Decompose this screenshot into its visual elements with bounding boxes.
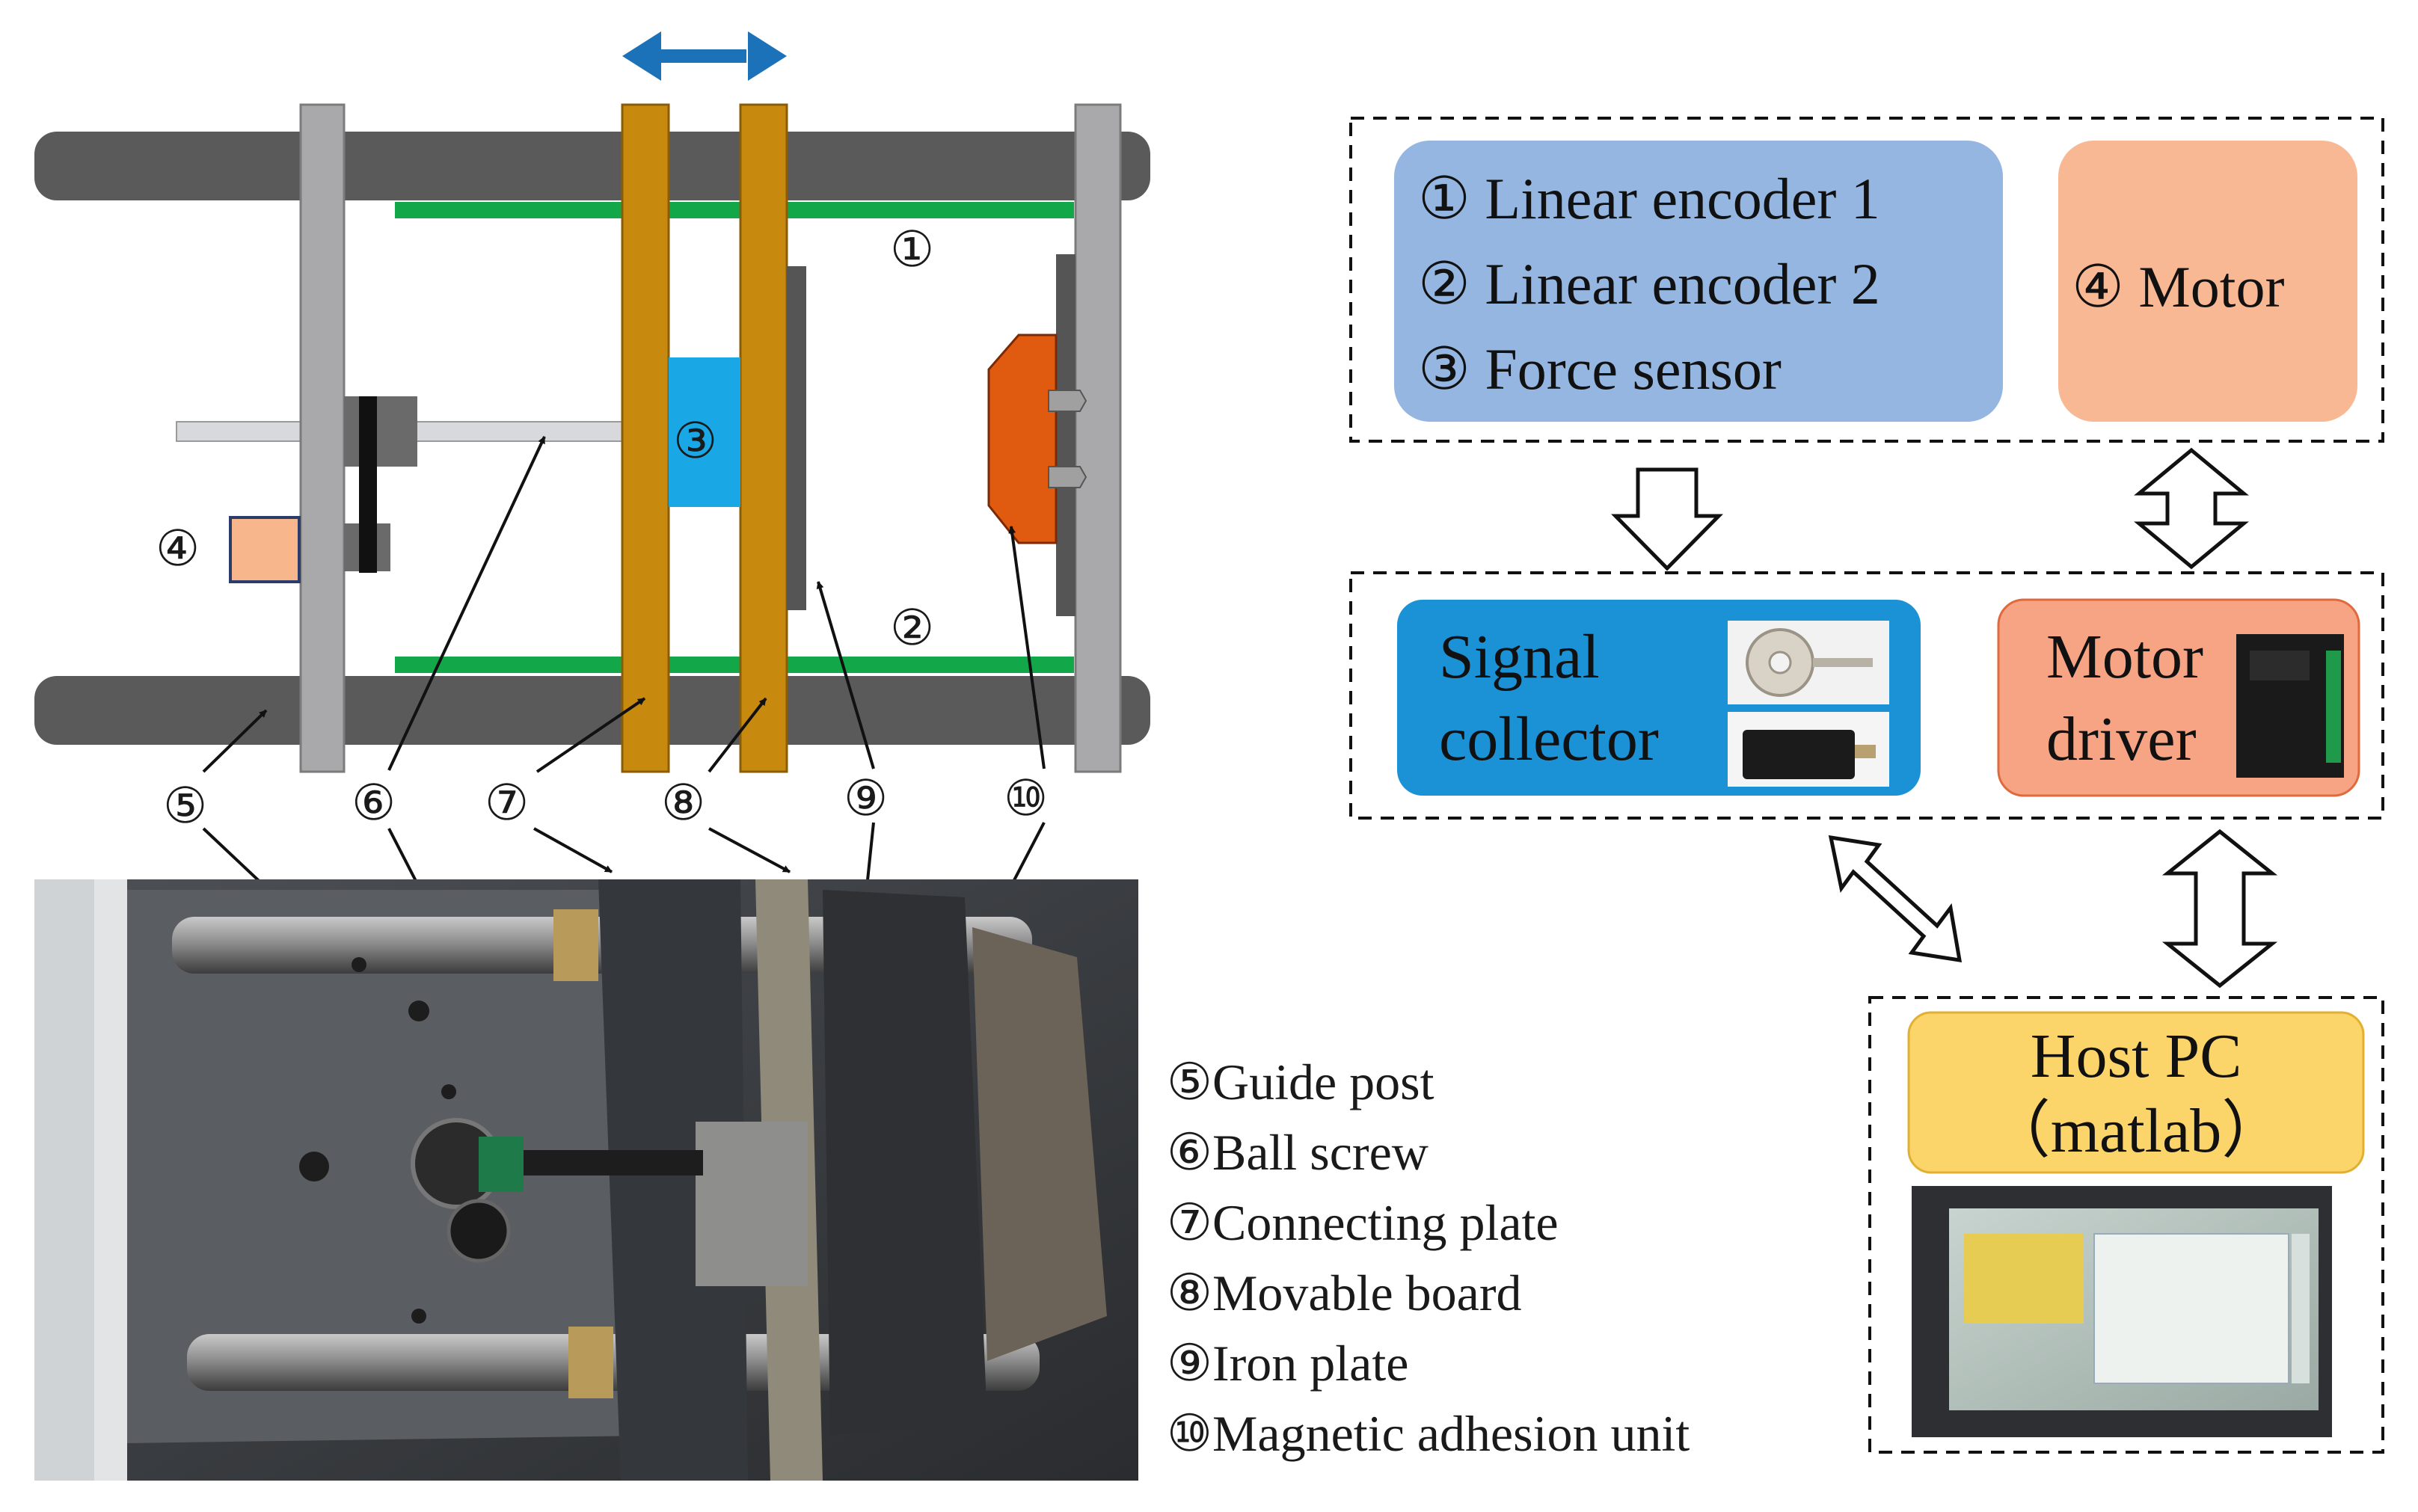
- sensor-label-3: ③ Force sensor: [1418, 336, 1782, 402]
- leader-7: [536, 697, 646, 773]
- down-arrow: [1611, 467, 1723, 571]
- legend-item-movable-board: ⑧Movable board: [1167, 1264, 1522, 1321]
- marker-7: ⑦: [485, 776, 529, 831]
- connecting-plate: [621, 103, 670, 773]
- leader-10: [1008, 526, 1046, 769]
- marker-5: ⑤: [163, 779, 207, 834]
- frame-plate-right: [1074, 103, 1122, 773]
- driver-pc-arrow: [2161, 829, 2278, 989]
- leader-5: [202, 709, 268, 773]
- encoder-strip-2: [395, 657, 1074, 673]
- laptop-screen-thumbnail: [1912, 1186, 2332, 1437]
- leader-9: [816, 581, 875, 769]
- marker-10: ⑩: [1004, 772, 1048, 826]
- motion-direction-arrow: [622, 31, 787, 81]
- magnetic-adhesion-unit: [987, 254, 1087, 616]
- signal-collector-line1: Signal: [1439, 622, 1600, 692]
- motor-bidirectional-arrow: [2134, 447, 2249, 570]
- marker-4: ④: [156, 522, 200, 577]
- host-pc-line1: Host PC: [2031, 1021, 2241, 1091]
- host-pc-line2: （matlab）: [1988, 1096, 2285, 1166]
- motor-block-label: ④ Motor: [2072, 254, 2284, 319]
- machine-photo: [34, 879, 1138, 1481]
- leader-8: [708, 697, 767, 773]
- motor-block: [2058, 141, 2357, 422]
- collector-pc-arrow: [1828, 835, 1963, 963]
- legend: ⑤Guide post ⑥Ball screw ⑦Connecting plat…: [1167, 1047, 1885, 1469]
- sensor-label-1: ① Linear encoder 1: [1418, 166, 1880, 231]
- host-pc-block: [1907, 1011, 2365, 1174]
- movable-board: [739, 103, 788, 773]
- marker-2: ②: [890, 601, 934, 656]
- marker-6: ⑥: [352, 776, 396, 831]
- sensors-block: [1394, 141, 2003, 422]
- host-pc-group: [1868, 996, 2384, 1454]
- leader-7-photo: [533, 827, 613, 873]
- legend-item-guide-post: ⑤Guide post: [1167, 1054, 1434, 1110]
- leader-6: [387, 436, 546, 771]
- frame-plate-left: [299, 103, 346, 773]
- force-sensor-block: [669, 357, 740, 507]
- motor-driver-line1: Motor: [2046, 622, 2203, 692]
- sensor-label-2: ② Linear encoder 2: [1418, 251, 1880, 316]
- legend-item-ball-screw: ⑥Ball screw: [1167, 1124, 1429, 1181]
- marker-8: ⑧: [661, 776, 705, 831]
- iron-plate: [787, 266, 806, 610]
- machine-schematic: ① ② ③ ④ ⑤ ⑥ ⑦ ⑧ ⑨ ⑩: [34, 31, 1150, 1169]
- motor-box: [229, 516, 301, 583]
- legend-item-iron-plate: ⑨Iron plate: [1167, 1335, 1409, 1392]
- encoder-strip-1: [395, 202, 1074, 218]
- legend-item-magnetic-unit: ⑩Magnetic adhesion unit: [1167, 1405, 1690, 1462]
- block-diagram: ① Linear encoder 1 ② Linear encoder 2 ③ …: [1349, 117, 2384, 1454]
- sensor-motor-group: [1349, 117, 2384, 443]
- signal-collector-line2: collector: [1439, 704, 1659, 774]
- motor-driver-line2: driver: [2046, 704, 2197, 774]
- marker-9: ⑨: [844, 772, 888, 826]
- marker-1: ①: [890, 223, 934, 277]
- belt-pulley: [344, 396, 417, 573]
- marker-3: ③: [673, 414, 717, 469]
- collector-driver-group: [1349, 571, 2384, 820]
- leader-8-photo: [708, 827, 791, 873]
- guide-rod-top: [34, 132, 1150, 200]
- legend-item-connecting-plate: ⑦Connecting plate: [1167, 1194, 1559, 1251]
